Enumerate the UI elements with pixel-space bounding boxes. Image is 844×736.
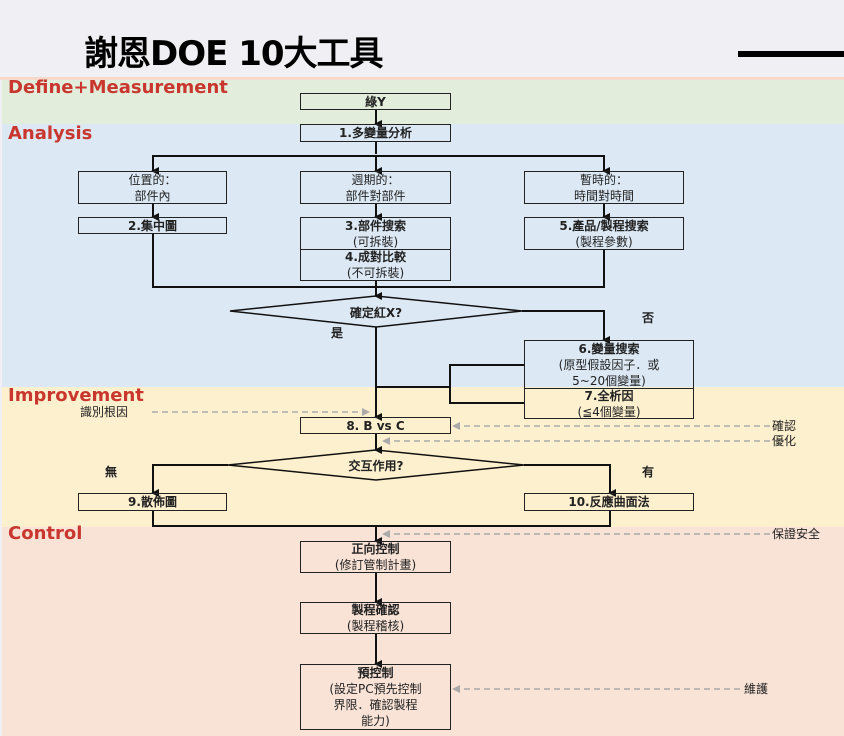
phase-analysis: Analysis [8,123,93,144]
node-step2-concentration-chart: 2.集中圖 [78,217,227,234]
phase-improvement: Improvement [8,385,144,406]
node-step9-scatter-plot: 9.散佈圖 [78,493,227,511]
node-positrol: 正向控制 (修訂管制計畫) [300,541,451,573]
annotation-optimize: 優化 [772,434,797,448]
link-step2-merge [152,234,605,288]
annotation-confirm: 確認 [772,419,797,433]
link-step6-step7-loop [449,364,525,404]
node-step10-response-surface: 10.反應曲面法 [524,493,694,511]
node-step3-components-search: 3.部件搜索 (可拆裝) [300,217,451,250]
top-divider [0,77,844,80]
define-band [2,80,844,124]
yes-label: 是 [331,326,344,340]
decision2-label: 交互作用? [348,459,404,473]
link-step9-step10-merge [152,511,611,527]
node-positional: 位置的： 部件內 [78,171,227,204]
link-decision1-no [522,310,610,344]
node-step8-b-vs-c: 8. B vs C [300,417,451,434]
decision1-label: 確定紅X? [349,306,403,320]
node-step5-product-process-search: 5.產品/製程搜索 (製程參數) [524,217,684,250]
link-decision2-none [151,464,228,497]
control-band [2,527,844,736]
title-rule [738,51,844,57]
link-branch-bar [152,155,610,175]
has-label: 有 [642,465,655,479]
analysis-band [2,124,844,387]
node-temporal: 暫時的： 時間對時間 [524,171,684,204]
annotation-identify-root: 識別根因 [80,405,129,419]
link-decision2-has [524,464,616,497]
node-cyclical: 週期的： 部件對部件 [300,171,451,204]
node-pre-control: 預控制 (設定PC預先控制 界限．確認製程 能力) [300,664,451,730]
page-title: 謝恩DOE 10大工具 [84,34,384,74]
node-step4-paired-comparison: 4.成對比較 (不可拆裝) [300,249,451,281]
node-step6-variables-search: 6.變量搜索 (原型假設因子．或 5~20個變量) [524,340,694,389]
annotation-ensure-safety: 保證安全 [772,527,821,541]
phase-control: Control [8,523,83,544]
annotation-maintain: 維護 [744,682,769,696]
node-step1-multivari: 1.多變量分析 [300,124,451,142]
no-label: 否 [642,311,655,325]
node-process-certification: 製程確認 (製程稽核) [300,602,451,634]
node-step7-full-factorial: 7.全析因 (≦4個變量) [524,388,694,419]
phase-define: Define+Measurement [8,77,228,98]
improvement-band [2,387,844,527]
node-green-y: 綠Y [300,93,451,110]
none-label: 無 [105,465,118,479]
